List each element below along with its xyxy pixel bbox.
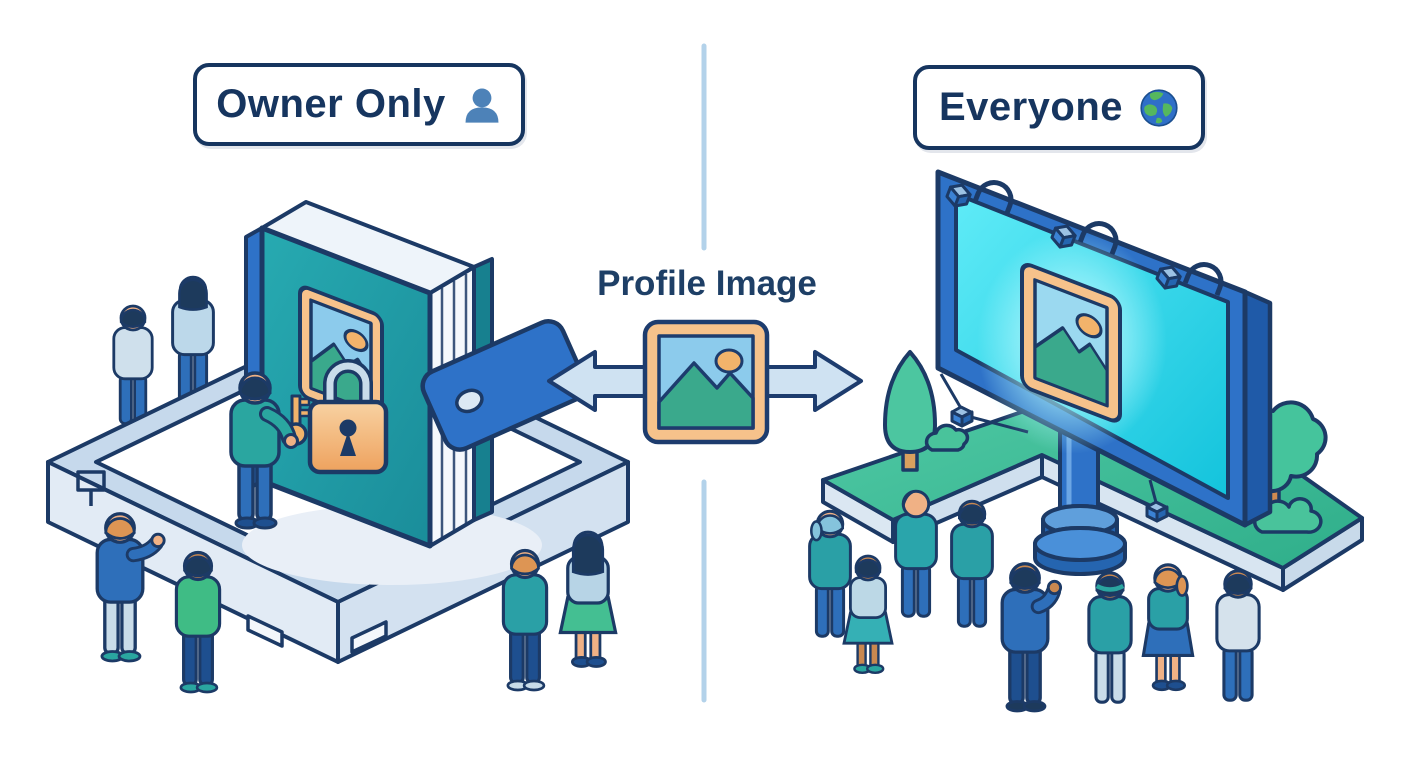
everyone-label: Everyone (938, 85, 1124, 129)
wall-flag-mark (76, 470, 106, 506)
viewer-figure (950, 499, 994, 628)
album-strap (420, 319, 588, 452)
viewer-figure (1215, 569, 1261, 702)
cone-tree (883, 350, 937, 472)
wall-vent (246, 614, 284, 648)
viewer-figure (1141, 563, 1195, 692)
locked-photo-album (244, 200, 588, 549)
crowd (808, 489, 1261, 713)
spotlight-hoops (945, 180, 1224, 296)
anchor-cube (1145, 479, 1169, 523)
person-icon (465, 88, 499, 123)
person-outside-wall (558, 530, 618, 668)
owner-only-label: Owner Only (216, 82, 446, 126)
bush (924, 423, 970, 452)
viewer-figure (1000, 562, 1063, 713)
profile-image-icon (642, 319, 770, 445)
viewer-figure (842, 554, 894, 675)
owner-figure (229, 371, 299, 530)
owner-only-badge: Owner Only (193, 63, 525, 146)
wall-vent (350, 620, 388, 654)
viewer-figure (894, 489, 938, 618)
center-group (547, 319, 863, 445)
everyone-badge: Everyone (913, 65, 1205, 150)
person-outside-wall (174, 550, 222, 694)
billboard (935, 169, 1273, 528)
viewer-figure (808, 509, 852, 638)
person-outside-wall (171, 275, 215, 404)
viewer-figure (1087, 571, 1133, 704)
right-scene-public (808, 169, 1364, 713)
padlock-icon (307, 359, 389, 475)
photo-icon (1020, 262, 1122, 423)
arrow-right-icon (756, 350, 863, 412)
left-scene-private (46, 200, 630, 694)
person-outside-wall (501, 548, 549, 692)
person-outside-wall (95, 512, 166, 663)
person-outside-wall (112, 304, 154, 426)
globe-icon (1140, 88, 1178, 127)
profile-image-title: Profile Image (597, 264, 817, 303)
